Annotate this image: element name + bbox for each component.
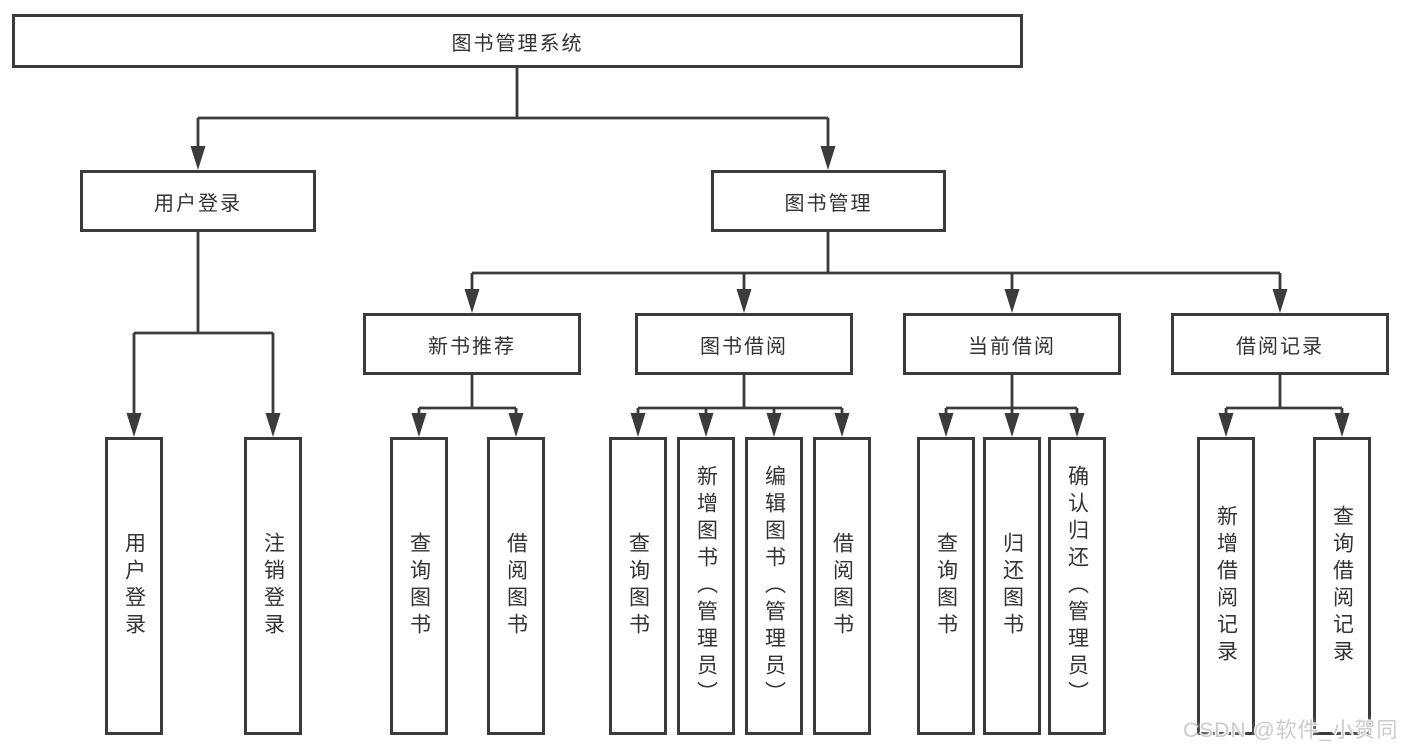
node-leaf-query-borrow-record: 查询借阅记录 — [1313, 437, 1371, 735]
node-leaf-edit-book-admin: 编辑图书（管理员） — [745, 437, 803, 735]
node-leaf-add-book-admin: 新增图书（管理员） — [677, 437, 735, 735]
node-book-management: 图书管理 — [711, 170, 946, 232]
node-leaf-borrow-book-recommend: 借阅图书 — [487, 437, 545, 735]
csdn-watermark: CSDN @软件_小贺同学 — [1183, 719, 1399, 742]
node-leaf-logout: 注销登录 — [244, 437, 302, 735]
node-new-book-recommend: 新书推荐 — [363, 313, 581, 375]
node-leaf-borrow-book: 借阅图书 — [813, 437, 871, 735]
node-leaf-query-book-recommend: 查询图书 — [390, 437, 448, 735]
node-current-borrowing: 当前借阅 — [903, 313, 1121, 375]
node-leaf-query-book-borrow: 查询图书 — [609, 437, 667, 735]
node-root-system: 图书管理系统 — [12, 14, 1023, 68]
node-leaf-user-login: 用户登录 — [105, 437, 163, 735]
node-book-borrowing: 图书借阅 — [635, 313, 853, 375]
node-leaf-query-book-current: 查询图书 — [917, 437, 975, 735]
node-leaf-add-borrow-record: 新增借阅记录 — [1197, 437, 1255, 735]
node-user-login: 用户登录 — [80, 170, 316, 232]
node-leaf-confirm-return-admin: 确认归还（管理员） — [1048, 437, 1106, 735]
node-leaf-return-book: 归还图书 — [983, 437, 1041, 735]
arrowheads — [126, 146, 1350, 437]
node-borrowing-records: 借阅记录 — [1171, 313, 1389, 375]
